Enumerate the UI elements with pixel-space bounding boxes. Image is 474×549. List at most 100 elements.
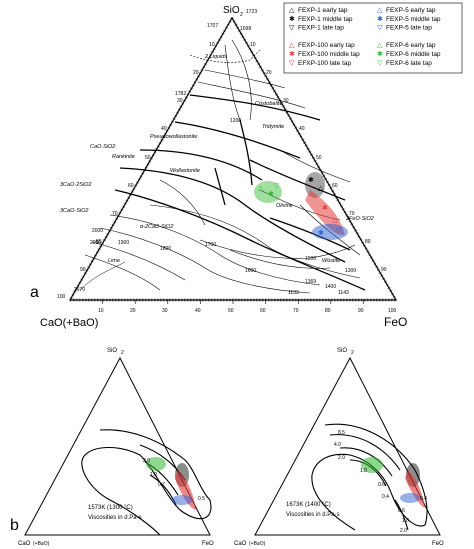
svg-text:50: 50	[316, 155, 322, 161]
svg-text:50: 50	[228, 308, 234, 314]
b-right-left-suffix: (+BaO)	[249, 541, 266, 547]
svg-text:△: △	[332, 217, 338, 224]
svg-text:✱: ✱	[318, 229, 324, 237]
left-edge-tick-labels: 100 90 80 70 60 50 40 30 20 10	[57, 42, 215, 300]
legend-entry-label: FEXP-1 middle tap	[298, 16, 353, 23]
legend-entry-label: FEXP-6 late tap	[386, 60, 432, 67]
svg-text:80: 80	[325, 308, 331, 314]
svg-text:2570: 2570	[74, 287, 85, 293]
b-left-contour-labels: 2.0 1.0 0.7 0.5	[143, 458, 205, 502]
svg-text:100: 100	[388, 308, 397, 314]
svg-text:1500: 1500	[305, 256, 316, 262]
triangle-up-icon: △	[377, 7, 383, 14]
hatched-boundary	[68, 17, 398, 302]
legend-entry-label: FEXP-1 early tap	[298, 7, 348, 14]
svg-text:2050: 2050	[90, 240, 101, 246]
svg-text:50: 50	[145, 155, 151, 161]
legend-box	[283, 2, 463, 74]
b-right-left-vertex: CaO	[234, 541, 247, 547]
legend-entry-label: FEXP-5 middle tap	[386, 16, 441, 23]
legend-entry-label: FEXP-6 middle tap	[386, 51, 441, 58]
svg-text:α-2CaO·SiO2: α-2CaO·SiO2	[140, 224, 173, 230]
svg-text:8.5: 8.5	[338, 430, 345, 436]
b-right-top-vertex: SiO	[337, 348, 347, 354]
svg-text:40: 40	[299, 126, 305, 132]
data-cluster-blue: ✱ ▽	[312, 224, 348, 240]
svg-text:✱: ✱	[268, 190, 274, 198]
svg-text:0.5: 0.5	[198, 496, 205, 502]
svg-text:✱: ✱	[322, 204, 328, 212]
svg-text:30: 30	[177, 98, 183, 104]
vertex-left-label: CaO(+BaO)	[40, 317, 98, 329]
svg-text:20: 20	[266, 70, 272, 76]
svg-text:2 Liquids: 2 Liquids	[204, 54, 227, 60]
svg-text:1782: 1782	[175, 91, 186, 97]
svg-text:3CaO·2SiO2: 3CaO·2SiO2	[60, 182, 92, 188]
svg-text:2.0: 2.0	[143, 458, 150, 464]
phase-boundaries	[114, 94, 366, 291]
b-right-top-sub: 2	[351, 350, 354, 356]
svg-text:60: 60	[332, 183, 338, 189]
legend-entry-label: FEXP-100 middle tap	[298, 51, 360, 58]
svg-text:0.4: 0.4	[420, 496, 427, 502]
svg-text:90: 90	[358, 308, 364, 314]
b-right-contour-labels: 8.5 4.0 2.0 1.0 0.6 0.4 0.4 0.6 1.0 2.0	[334, 430, 427, 534]
b-right-right-vertex: FeO	[432, 541, 444, 547]
legend-entries: △FEXP-1 early tap✱FEXP-1 middle tap▽FEXP…	[289, 7, 441, 67]
svg-text:1133: 1133	[288, 290, 299, 296]
svg-text:1.0: 1.0	[360, 468, 367, 474]
b-left-caption: Viscosities in d.Pa·s	[88, 515, 142, 521]
svg-text:3CaO·SiO2: 3CaO·SiO2	[60, 208, 88, 214]
svg-text:100: 100	[57, 294, 66, 300]
svg-text:1369: 1369	[305, 279, 316, 285]
svg-text:60: 60	[260, 308, 266, 314]
triangle-up-icon: △	[289, 7, 295, 14]
legend-entry-label: EFXP-100 late tap	[298, 60, 351, 67]
svg-text:70: 70	[349, 211, 355, 217]
svg-text:10: 10	[209, 42, 215, 48]
svg-text:1143: 1143	[338, 290, 349, 296]
svg-text:90: 90	[80, 267, 86, 273]
svg-text:▽: ▽	[274, 183, 280, 190]
svg-text:20: 20	[130, 308, 136, 314]
svg-text:▽: ▽	[336, 228, 342, 235]
svg-text:4.0: 4.0	[334, 442, 341, 448]
legend-entry-label: FEXP-5 early tap	[386, 7, 436, 14]
svg-text:0.4: 0.4	[382, 494, 389, 500]
svg-text:70: 70	[293, 308, 299, 314]
svg-text:40: 40	[195, 308, 201, 314]
top-temp-label: 1723	[246, 9, 257, 15]
svg-text:0.7: 0.7	[158, 482, 165, 488]
svg-text:10: 10	[98, 308, 104, 314]
svg-text:90: 90	[381, 267, 387, 273]
triangle-down-icon: ▽	[377, 25, 383, 32]
bottom-tick-labels: 10 20 30 40 50 60 70 80 90 100	[98, 308, 397, 314]
svg-text:Olivine: Olivine	[276, 203, 293, 209]
svg-text:1.0: 1.0	[150, 472, 157, 478]
legend-entry-label: FEXP-5 late tap	[386, 25, 432, 32]
svg-text:△: △	[258, 185, 264, 192]
svg-text:Wollastonite: Wollastonite	[170, 168, 200, 174]
legend-entry-label: FEXP-1 late tap	[298, 25, 344, 32]
svg-text:1707: 1707	[207, 23, 218, 29]
b-left-temperature: 1573K (1300 °C)	[88, 505, 133, 511]
svg-text:30: 30	[162, 308, 168, 314]
two-liquids-boundary	[189, 49, 261, 63]
svg-text:30: 30	[283, 98, 289, 104]
top-temps: 1707 1698 1782	[175, 23, 251, 97]
asterisk-icon: ✱	[289, 15, 295, 23]
phase-labels: Cristobalite Tridymite Pseudowollastonit…	[60, 54, 374, 264]
svg-text:CaO·SiO2: CaO·SiO2	[90, 144, 115, 150]
svg-text:80: 80	[96, 239, 102, 245]
data-cluster-red: ✱ △	[305, 190, 345, 236]
vertex-right-label: FeO	[384, 315, 407, 329]
bottom-temps: 2570 1133 1143 1369	[74, 279, 349, 296]
svg-text:Rankinite: Rankinite	[112, 154, 135, 160]
svg-text:1698: 1698	[240, 26, 251, 32]
b-left-top-sub: 2	[121, 350, 124, 356]
triangle-up-icon: △	[289, 42, 295, 49]
vertex-top-label: SiO	[223, 5, 240, 16]
vertex-top-sub: 2	[240, 12, 243, 18]
svg-text:10: 10	[250, 42, 256, 48]
legend-entry-label: FEXP-6 early tap	[386, 42, 436, 49]
